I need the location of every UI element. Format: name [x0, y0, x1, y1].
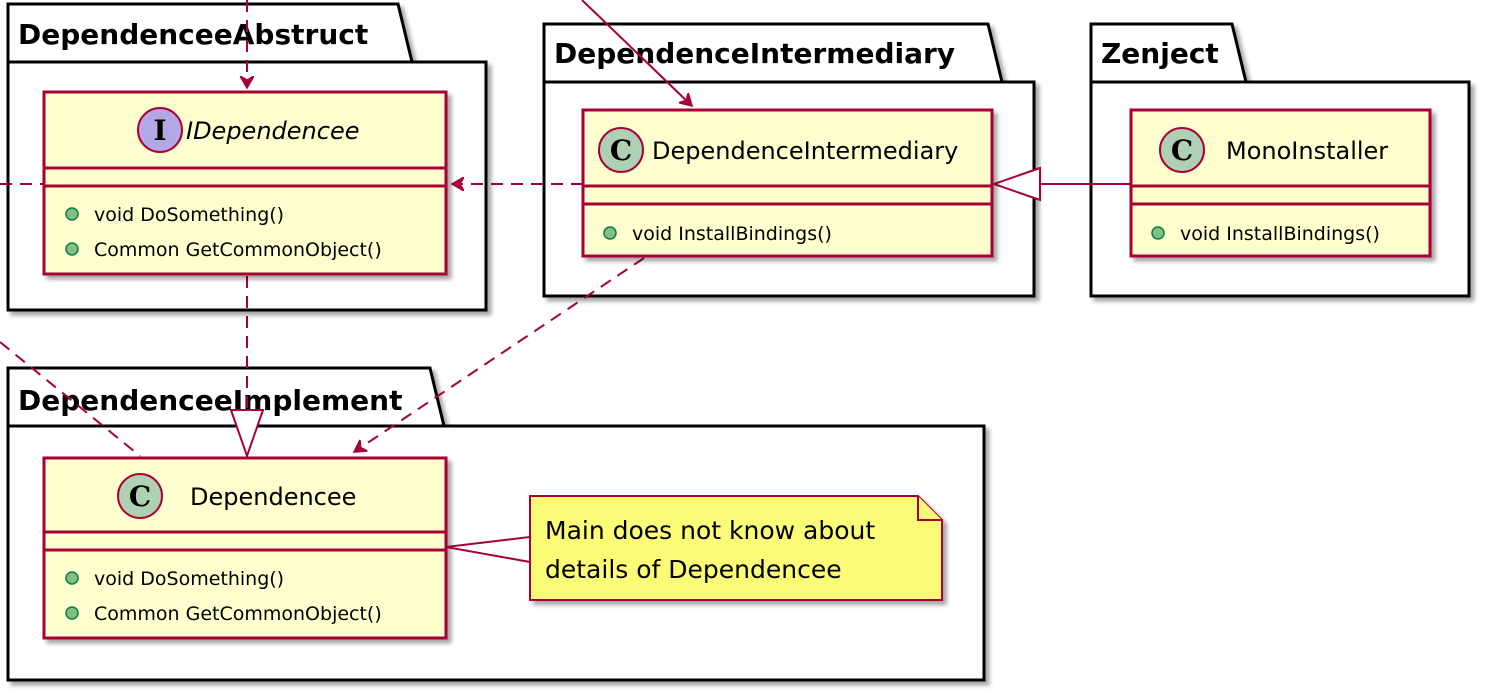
member: Common GetCommonObject() — [94, 239, 382, 261]
class-mono-installer[interactable]: C MonoInstaller void InstallBindings() — [1129, 108, 1432, 258]
note-connector — [445, 546, 531, 563]
stereotype-glyph: C — [1171, 134, 1193, 167]
class-name: MonoInstaller — [1226, 137, 1388, 165]
realization-arrowhead — [229, 409, 265, 460]
stereotype-glyph: I — [153, 114, 166, 147]
class-badge-icon — [598, 127, 644, 173]
association-arrow — [581, 0, 692, 106]
note-connector — [445, 536, 531, 548]
dependency-line — [0, 341, 141, 457]
note-line: details of Dependencee — [545, 555, 842, 584]
class-dependence-intermediary[interactable]: C DependenceIntermediary void InstallBin… — [581, 108, 994, 258]
member: void InstallBindings() — [632, 223, 832, 245]
public-member-icon — [1151, 226, 1165, 240]
stereotype-glyph: C — [610, 134, 632, 167]
public-member-icon — [65, 207, 79, 221]
class-name: DependenceIntermediary — [652, 137, 958, 165]
member: void DoSomething() — [94, 204, 284, 226]
interface-badge-icon — [137, 107, 183, 153]
package-title: DependenceeImplement — [18, 384, 402, 417]
stereotype-glyph: C — [129, 480, 151, 513]
class-badge-icon — [1159, 127, 1205, 173]
class-dependencee[interactable]: C Dependencee void DoSomething() Common … — [42, 456, 448, 640]
note-line: Main does not know about — [545, 516, 875, 545]
public-member-icon — [65, 606, 79, 620]
member: Common GetCommonObject() — [94, 603, 382, 625]
inheritance-arrowhead — [990, 166, 1041, 202]
package-title: DependenceIntermediary — [554, 37, 955, 70]
member: void InstallBindings() — [1180, 223, 1380, 245]
note-fold-icon — [917, 496, 942, 521]
class-badge-icon — [117, 473, 163, 519]
public-member-icon — [65, 242, 79, 256]
member: void DoSomething() — [94, 568, 284, 590]
dependency-arrow — [354, 257, 645, 453]
public-member-icon — [65, 571, 79, 585]
package-title: Zenject — [1101, 37, 1219, 70]
class-idependencee[interactable]: I IDependencee void DoSomething() Common… — [42, 90, 448, 276]
note: Main does not know about details of Depe… — [445, 495, 943, 601]
class-name: Dependencee — [190, 483, 356, 511]
public-member-icon — [603, 226, 617, 240]
package-title: DependenceeAbstruct — [18, 18, 368, 51]
class-name: IDependencee — [186, 117, 359, 145]
